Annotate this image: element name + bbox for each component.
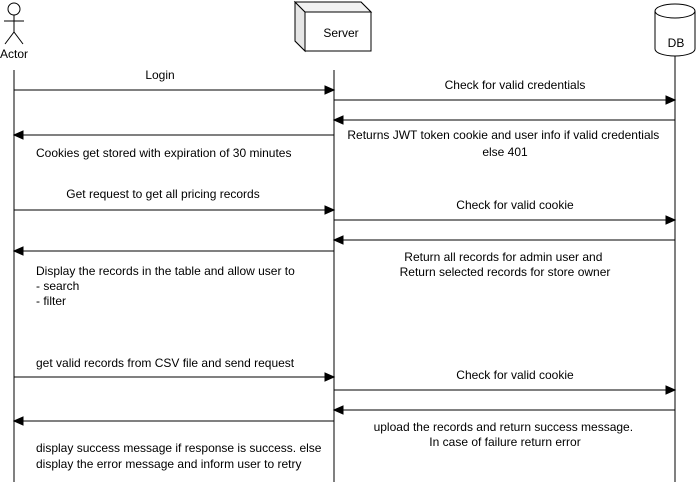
msg-return-records-label: Return all records for admin user and Re… <box>400 250 611 279</box>
msg-upload-arrow <box>12 416 334 426</box>
msg-upload-label: upload the records and return success me… <box>374 420 637 449</box>
msg-check-cookie-2-arrow <box>334 385 677 395</box>
server-label: Server <box>323 26 358 40</box>
server-box <box>293 0 373 53</box>
msg-check-cookie-2-label: Check for valid cookie <box>456 368 574 382</box>
msg-check-credentials-label: Check for valid credentials <box>445 78 586 92</box>
msg-login-label: Login <box>145 68 174 82</box>
actor-icon <box>4 2 24 45</box>
msg-db-reply-3-arrow <box>332 405 675 415</box>
msg-db-reply-1-arrow <box>332 115 675 125</box>
msg-csv-request-arrow <box>14 372 336 382</box>
msg-check-credentials-arrow <box>334 95 677 105</box>
db-cylinder-icon <box>654 3 696 57</box>
msg-get-pricing-arrow <box>14 205 336 215</box>
msg-check-cookie-1-label: Check for valid cookie <box>456 198 574 212</box>
msg-check-cookie-1-arrow <box>334 215 677 225</box>
msg-csv-request-label: get valid records from CSV file and send… <box>36 356 295 370</box>
msg-returns-jwt-label: Returns JWT token cookie and user info i… <box>347 128 662 159</box>
msg-display-success-label: display success message if response is s… <box>36 441 325 471</box>
msg-returns-jwt-arrow <box>12 130 334 140</box>
msg-return-records-arrow <box>12 246 334 256</box>
msg-db-reply-2-arrow <box>332 235 675 245</box>
msg-get-pricing-label: Get request to get all pricing records <box>66 187 259 201</box>
db-label: DB <box>668 36 685 50</box>
msg-display-records-label: Display the records in the table and all… <box>36 264 298 308</box>
msg-cookies-stored-label: Cookies get stored with expiration of 30… <box>36 146 291 160</box>
msg-login-arrow <box>14 85 336 95</box>
actor-label: Actor <box>0 47 28 61</box>
